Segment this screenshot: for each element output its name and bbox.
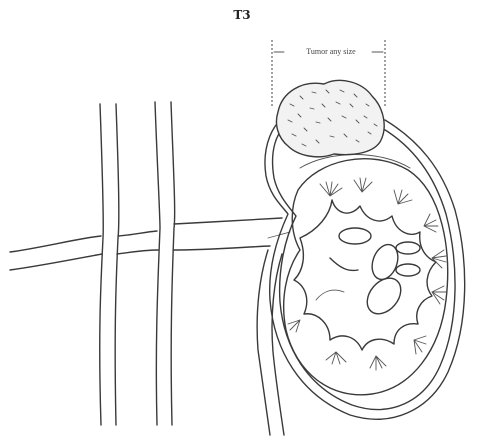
renal-calyces	[294, 200, 436, 350]
renal-cortex	[284, 159, 448, 395]
tumor-size-label: Tumor any size	[276, 47, 386, 56]
renal-vessels	[10, 218, 290, 270]
tumor-mass	[276, 80, 384, 156]
renal-pyramids	[288, 178, 446, 370]
vena-cava	[100, 104, 119, 425]
aorta	[155, 102, 175, 425]
